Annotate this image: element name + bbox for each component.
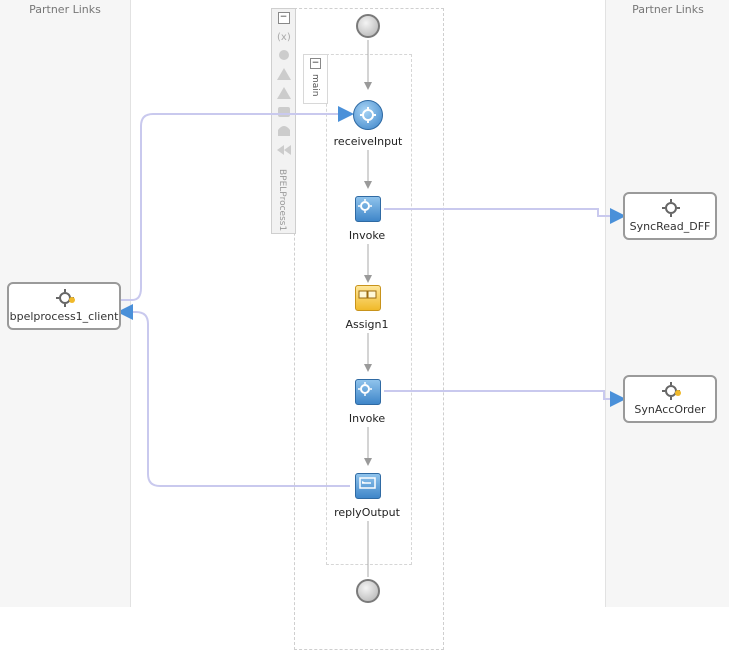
receive-input-label: receiveInput [333,135,403,148]
collapse-process-button[interactable]: − [277,12,290,24]
correlation-icon[interactable] [276,48,292,62]
invoke-activity-2[interactable] [355,379,381,405]
main-sequence-scope [326,54,412,565]
gear-icon [56,289,75,307]
connection-lines [117,40,626,577]
link-invoke-to-synacc [384,390,626,407]
process-palette: − (x) BPELProcess1 [271,8,296,234]
link-invoke-to-syncread [384,208,626,224]
link-reply-to-client [117,304,350,487]
assign-label: Assign1 [345,318,389,331]
invoke-label-2: Invoke [348,412,386,425]
link-client-to-receive [121,106,354,301]
receive-input-activity[interactable] [353,100,383,130]
partner-links-title-right: Partner Links [632,3,704,16]
start-node[interactable] [356,14,380,38]
gear-icon [662,382,681,400]
rewind-icon[interactable] [276,143,292,157]
invoke-label-1: Invoke [348,229,386,242]
main-scope-label: main [310,74,320,97]
termination-icon[interactable] [276,124,292,138]
partner-link-synacc[interactable]: SynAccOrder [623,375,717,423]
main-scope-tab: − main [303,54,328,104]
fault-handler-icon[interactable] [276,67,292,81]
partner-links-lane-right: Partner Links [605,0,729,607]
process-name-label: BPELProcess1 [277,169,287,232]
partner-client-label: bpelprocess1_client [9,310,119,323]
event-handler-icon[interactable] [276,86,292,100]
gear-icon [662,199,680,217]
end-node[interactable] [356,579,380,603]
invoke-activity-1[interactable] [355,196,381,222]
assign-activity[interactable] [355,285,381,311]
partner-synacc-label: SynAccOrder [634,403,706,416]
reply-output-label: replyOutput [334,506,400,519]
collapse-main-button[interactable]: − [310,58,321,69]
variables-icon[interactable]: (x) [276,29,292,43]
reply-icon [359,477,376,489]
assign-icon [358,290,377,299]
gear-icon [358,199,372,213]
partner-syncread-label: SyncRead_DFF [629,220,711,233]
partner-link-client[interactable]: bpelprocess1_client [7,282,121,330]
partner-link-syncread[interactable]: SyncRead_DFF [623,192,717,240]
partner-links-title-left: Partner Links [29,3,101,16]
reply-output-activity[interactable] [355,473,381,499]
svg-text:(x): (x) [277,32,291,43]
gear-icon [360,107,376,123]
gear-icon [358,382,372,396]
